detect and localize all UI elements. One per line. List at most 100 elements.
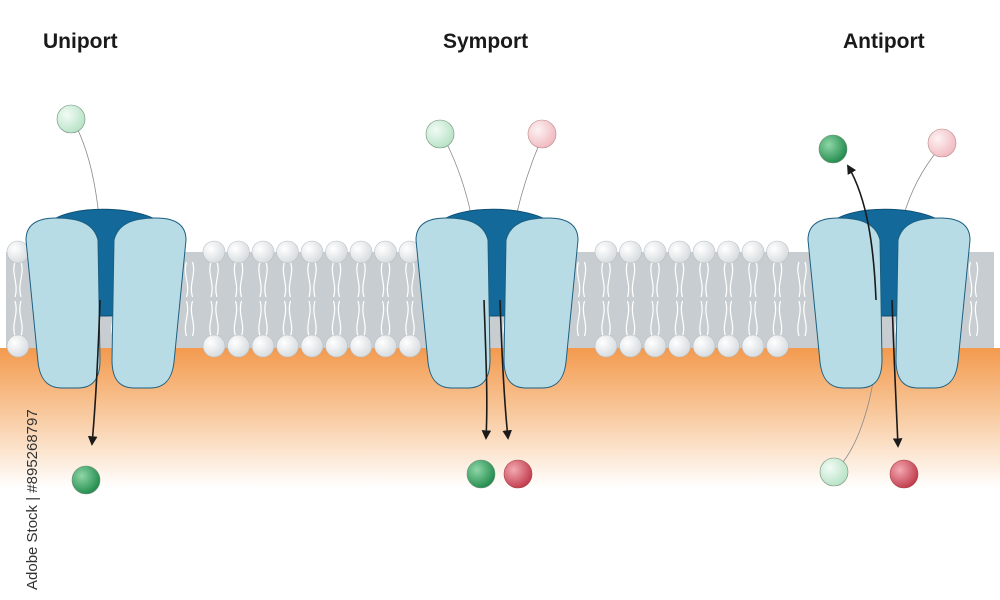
lipid-tail (307, 300, 311, 337)
lipid-tail (625, 300, 630, 337)
lipid-head (325, 334, 348, 358)
lipid-tail (386, 300, 391, 337)
lipid-tail (313, 261, 317, 298)
transport-arrows (87, 164, 903, 448)
lipid-tail (386, 261, 391, 298)
lipid-head (692, 240, 716, 264)
lipid-tail (239, 261, 244, 298)
lipid-head (6, 240, 30, 264)
lipid-tail (656, 261, 660, 298)
lipid-tail (778, 261, 783, 298)
stock-watermark: Adobe Stock | #895268797 (24, 409, 41, 590)
lipid-head (717, 334, 740, 358)
lipid-tail (405, 300, 409, 337)
lipid-tail (729, 261, 734, 298)
lipid-tail (190, 300, 195, 337)
lipid-tail (705, 261, 709, 298)
uniport-arrow (87, 299, 101, 446)
lipid-head (668, 334, 691, 358)
uniport-carrier-protein (25, 208, 187, 389)
lipid-tail (19, 300, 23, 337)
lipid-tail (264, 261, 268, 298)
lipid-tail (582, 261, 587, 298)
lipid-tail (282, 261, 287, 298)
lipid-head (594, 334, 618, 358)
lipid-head (398, 334, 422, 358)
antiport-in-arrow (891, 299, 903, 448)
lipid-heads (6, 240, 789, 358)
lipid-tail (803, 300, 807, 337)
lipid-head (251, 240, 275, 264)
lipid-head (668, 240, 691, 264)
lipid-head (619, 240, 642, 264)
lipid-tail (337, 261, 342, 298)
lipid-tail (405, 261, 409, 298)
lipid-head (276, 240, 299, 264)
lipid-tail (705, 300, 709, 337)
lipid-head (766, 334, 789, 358)
lipid-head (741, 240, 765, 264)
symport-red-inside (503, 459, 533, 489)
lipid-tail (282, 300, 287, 337)
antiport-green-inside (819, 457, 849, 487)
lipid-tail (215, 300, 219, 337)
antiport-out-arrow (847, 164, 877, 301)
symport-green-arrow (481, 299, 492, 440)
lipid-tail (258, 261, 262, 298)
lipid-tail (13, 300, 17, 337)
lipid-head (6, 334, 30, 358)
lipid-head (325, 240, 348, 264)
lipid-tail (772, 261, 777, 298)
lipid-tail (797, 261, 801, 298)
lipid-tail (803, 261, 807, 298)
lipid-tail (729, 300, 734, 337)
lipid-tail (607, 261, 611, 298)
lipid-tail (723, 300, 728, 337)
lipid-tail (356, 300, 360, 337)
lipid-tail (650, 261, 654, 298)
lipid-tail (184, 261, 189, 298)
lipid-tail (601, 300, 605, 337)
antiport-carrier-protein (807, 208, 971, 389)
lipid-tail (184, 300, 189, 337)
lipid-head (619, 334, 642, 358)
lipid-head (349, 240, 373, 264)
antiport-title: Antiport (843, 30, 925, 53)
lipid-tail (778, 300, 783, 337)
lipid-head (227, 334, 250, 358)
symport-green-outside (425, 119, 455, 149)
lipid-tail (974, 261, 979, 298)
lipid-head (594, 240, 618, 264)
symport-green-inside (466, 459, 496, 489)
lipid-tail (313, 300, 317, 337)
lipid-tail (699, 261, 703, 298)
molecules (56, 104, 957, 495)
lipid-tail (209, 300, 213, 337)
lipid-head (300, 240, 324, 264)
lipid-tail (607, 300, 611, 337)
lipid-tail (748, 300, 752, 337)
lipid-tail (380, 261, 385, 298)
lipid-tail (582, 300, 587, 337)
lipid-head (300, 334, 324, 358)
lipid-tail (190, 261, 195, 298)
lipid-tail (209, 261, 213, 298)
symport-carrier-protein (415, 208, 579, 389)
uniport-molecule-outside (56, 104, 86, 134)
lipid-tail (362, 261, 366, 298)
lipid-tail (754, 300, 758, 337)
symport-red-outside (527, 119, 557, 149)
lipid-tail (288, 261, 293, 298)
lipid-tail (233, 261, 238, 298)
lipid-tail (699, 300, 703, 337)
lipid-tail (968, 261, 973, 298)
lipid-tail (631, 300, 636, 337)
symport-title: Symport (443, 30, 529, 53)
lipid-head (643, 334, 667, 358)
antiport-green-outside (818, 134, 848, 164)
lipid-head (741, 334, 765, 358)
uniport-title: Uniport (43, 30, 118, 53)
lipid-tail (411, 300, 415, 337)
lipid-tail (233, 300, 238, 337)
